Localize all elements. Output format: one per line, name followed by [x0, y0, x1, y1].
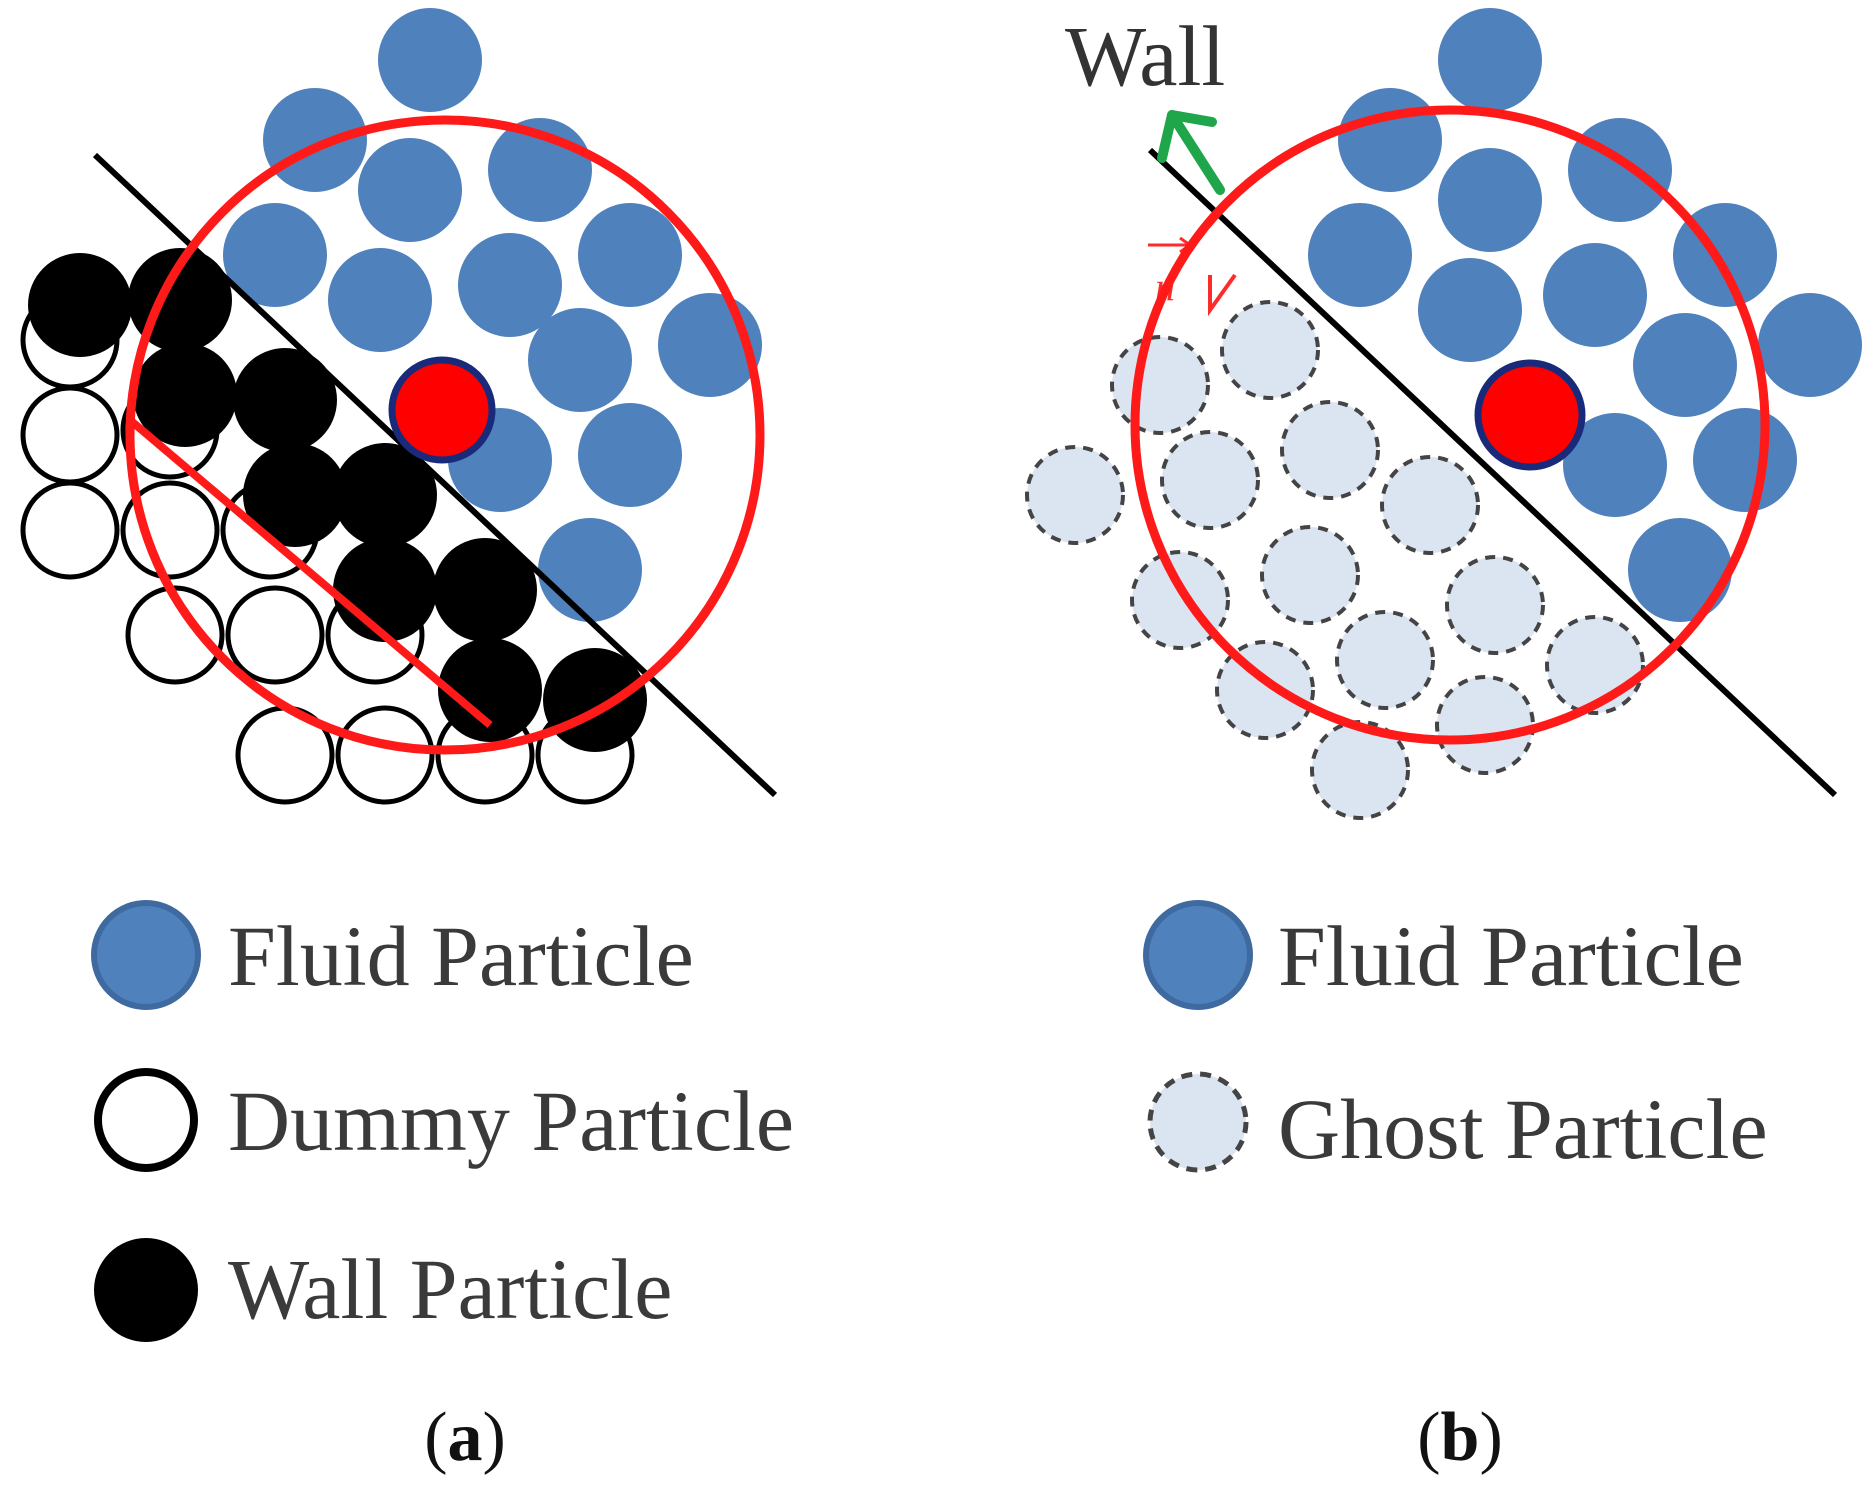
wall-particle [233, 348, 337, 452]
panel-b-target-particle [1474, 359, 1586, 471]
dummy-particle-icon [94, 1068, 198, 1172]
fluid-particle [538, 518, 642, 622]
panel-b-caption: (b) [1417, 1399, 1503, 1476]
wall-particle [333, 538, 437, 642]
ghost-particle [1380, 455, 1480, 555]
panel-b-support-domain-circle [1130, 105, 1770, 745]
panel-b-legend: Fluid Particle Ghost Particle [1143, 900, 1768, 1177]
ghost-particle-icon [1147, 1071, 1249, 1173]
fluid-particle [1308, 203, 1412, 307]
ghost-particle [1260, 525, 1360, 625]
ghost-particle [1160, 430, 1260, 530]
wall-particle [438, 638, 542, 742]
dummy-particle [120, 480, 220, 580]
panel-b-normal-arrow [1157, 110, 1225, 195]
ghost-particle [1310, 720, 1410, 820]
fluid-particle [578, 403, 682, 507]
fluid-particle [358, 138, 462, 242]
dummy-particle [125, 585, 225, 685]
fluid-particle [1568, 118, 1672, 222]
legend-dummy-label: Dummy Particle [228, 1073, 794, 1169]
normal-vector-tick [1208, 273, 1237, 317]
dummy-particle [20, 385, 120, 485]
ghost-particle [1435, 675, 1535, 775]
dummy-particle [225, 585, 325, 685]
panel-a-wall-particles [28, 248, 647, 752]
panel-a-wall-line [92, 152, 778, 798]
legend-ghost-label: Ghost Particle [1278, 1081, 1768, 1177]
legend-fluid-label: Fluid Particle [228, 908, 694, 1004]
wall-particle [333, 443, 437, 547]
wall-particle-icon [94, 1238, 198, 1342]
panel-a-target-particle [388, 356, 496, 464]
fluid-particle [1338, 88, 1442, 192]
ghost-particle [1110, 335, 1210, 435]
fluid-particle-icon [1143, 900, 1253, 1010]
fluid-particle [1758, 293, 1862, 397]
panel-a-caption: (a) [424, 1399, 506, 1476]
panel-a-truncated-normal-line [127, 416, 493, 729]
ghost-particle [1025, 445, 1125, 545]
fluid-particle [263, 88, 367, 192]
fluid-particle [458, 233, 562, 337]
fluid-particle [1563, 413, 1667, 517]
fluid-particle [578, 203, 682, 307]
dummy-particle [335, 705, 435, 805]
ghost-particle [1545, 615, 1645, 715]
fluid-particle [223, 203, 327, 307]
fluid-particle [1633, 313, 1737, 417]
dummy-particle [20, 480, 120, 580]
ghost-particle [1220, 300, 1320, 400]
ghost-particle [1280, 400, 1380, 500]
fluid-particle [1438, 148, 1542, 252]
fluid-particle-icon [91, 900, 201, 1010]
ghost-particle [1445, 555, 1545, 655]
panel-b: n Wall [1025, 8, 1862, 820]
wall-particle [433, 538, 537, 642]
fluid-particle [1628, 518, 1732, 622]
panel-a-support-domain-circle [125, 115, 765, 755]
fluid-particle [378, 8, 482, 112]
panel-a [20, 8, 778, 805]
legend-fluid-label: Fluid Particle [1278, 908, 1744, 1004]
fluid-particle [1543, 243, 1647, 347]
wall-particle [28, 253, 132, 357]
fluid-particle [328, 248, 432, 352]
fluid-particle [528, 308, 632, 412]
wall-particle [243, 443, 347, 547]
fluid-particle [1418, 258, 1522, 362]
panel-b-wall-line [1147, 147, 1838, 798]
fluid-particle [1693, 408, 1797, 512]
fluid-particle [1438, 8, 1542, 112]
ghost-particle [1335, 610, 1435, 710]
wall-particle [133, 343, 237, 447]
panel-a-legend: Fluid Particle Dummy Particle Wall Parti… [91, 900, 794, 1342]
wall-label: Wall [1065, 8, 1225, 104]
legend-wall-label: Wall Particle [228, 1241, 672, 1337]
